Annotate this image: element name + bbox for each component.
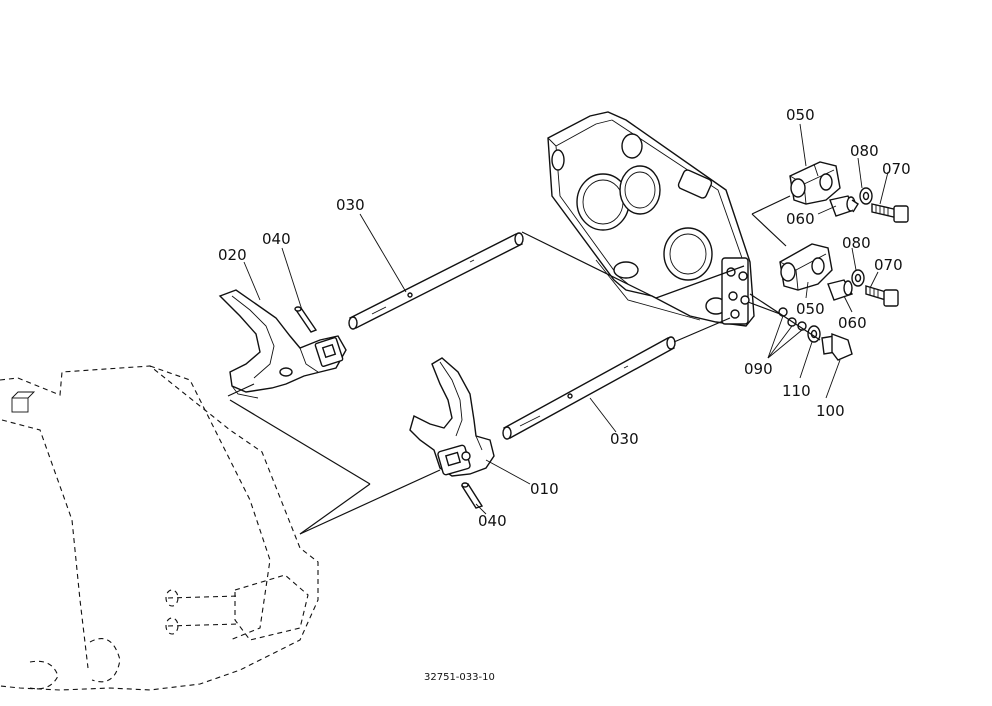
label-050-lower: 050	[796, 300, 825, 318]
cover-plate	[547, 111, 755, 327]
label-030-lower: 030	[610, 430, 639, 448]
detent-housing-upper	[789, 161, 841, 205]
label-090: 090	[744, 360, 773, 378]
detent-plunger-lower	[827, 279, 854, 301]
label-070-lower: 070	[874, 256, 903, 274]
label-060-lower: 060	[838, 314, 867, 332]
shift-fork-020	[218, 289, 347, 399]
drawing-code: 32751-033-10	[424, 672, 495, 683]
label-080-lower: 080	[842, 234, 871, 252]
spring-pin-lower	[460, 482, 484, 509]
label-060-upper: 060	[786, 210, 815, 228]
part-labels: 050 080 070 060 080 070 050 060 090 110 …	[218, 106, 911, 683]
label-040-upper: 040	[262, 230, 291, 248]
assembly-lines	[227, 123, 889, 535]
label-080-upper: 080	[850, 142, 879, 160]
label-070-upper: 070	[882, 160, 911, 178]
label-030-upper: 030	[336, 196, 365, 214]
bolt-lower	[865, 285, 899, 307]
lower-shift-rod	[502, 336, 676, 440]
detent-housing-lower	[779, 243, 833, 291]
label-100: 100	[816, 402, 845, 420]
shift-fork-010	[409, 357, 495, 477]
detent-plunger-upper	[829, 195, 859, 217]
washer-upper	[859, 187, 873, 205]
label-040-lower: 040	[478, 512, 507, 530]
transmission-case	[0, 365, 319, 691]
bolt-100	[821, 332, 853, 361]
spring-pin-upper	[294, 306, 318, 333]
label-110: 110	[782, 382, 811, 400]
upper-shift-rod	[348, 232, 524, 330]
washer-lower	[851, 269, 865, 287]
label-010: 010	[530, 480, 559, 498]
label-050-upper: 050	[786, 106, 815, 124]
label-020: 020	[218, 246, 247, 264]
bolt-upper	[871, 203, 909, 223]
